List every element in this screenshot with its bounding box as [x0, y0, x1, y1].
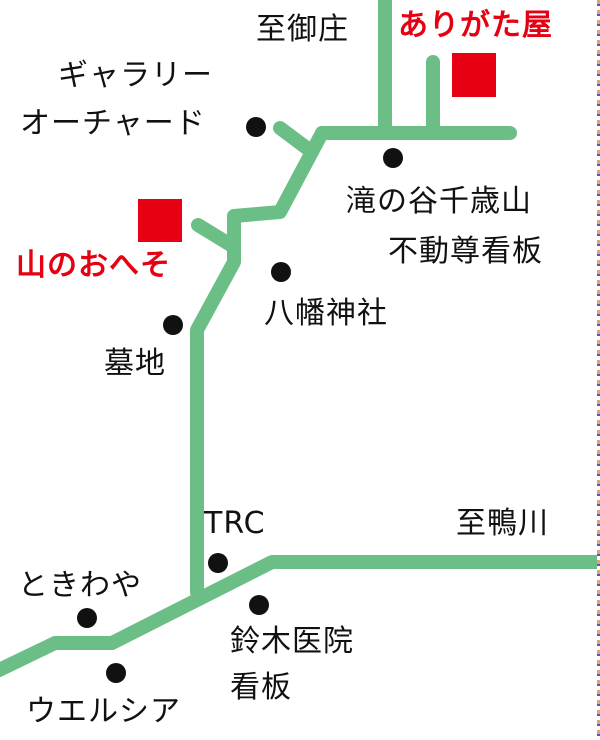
welcia-dot — [106, 663, 126, 683]
label-welcia: ウエルシア — [26, 694, 181, 729]
label-hachiman: 八幡神社 — [264, 296, 388, 331]
label-suzuki-2: 看板 — [230, 670, 292, 705]
label-arigataya: ありがた屋 — [398, 8, 553, 43]
label-tokiwaya: ときわや — [18, 568, 142, 603]
label-trc: TRC — [204, 506, 266, 541]
image-edge-border — [597, 0, 600, 740]
label-gallery-2: オーチャード — [20, 106, 206, 141]
label-suzuki-1: 鈴木医院 — [230, 624, 354, 659]
label-to-shigikawa: 至鴨川 — [456, 506, 549, 541]
label-takinotani-2: 不動尊看板 — [388, 234, 543, 269]
hachiman-dot — [271, 262, 291, 282]
takinotani-dot — [383, 148, 403, 168]
suzuki-dot — [249, 595, 269, 615]
yamanoheso-marker — [138, 199, 182, 242]
trc-dot — [208, 553, 228, 573]
label-bochi: 墓地 — [104, 346, 166, 381]
road-spur-yamanoheso — [191, 218, 241, 254]
bochi-dot — [163, 315, 183, 335]
label-yamanoheso: 山のおへそ — [16, 248, 171, 283]
road-spur-gallery — [273, 121, 319, 159]
road-lower — [0, 555, 600, 678]
tokiwaya-dot — [77, 608, 97, 628]
arigataya-marker — [452, 53, 496, 97]
label-gallery-1: ギャラリー — [58, 58, 213, 93]
label-to-misho: 至御庄 — [256, 12, 349, 47]
gallery-dot — [246, 117, 266, 137]
label-takinotani-1: 滝の谷千歳山 — [346, 184, 532, 219]
